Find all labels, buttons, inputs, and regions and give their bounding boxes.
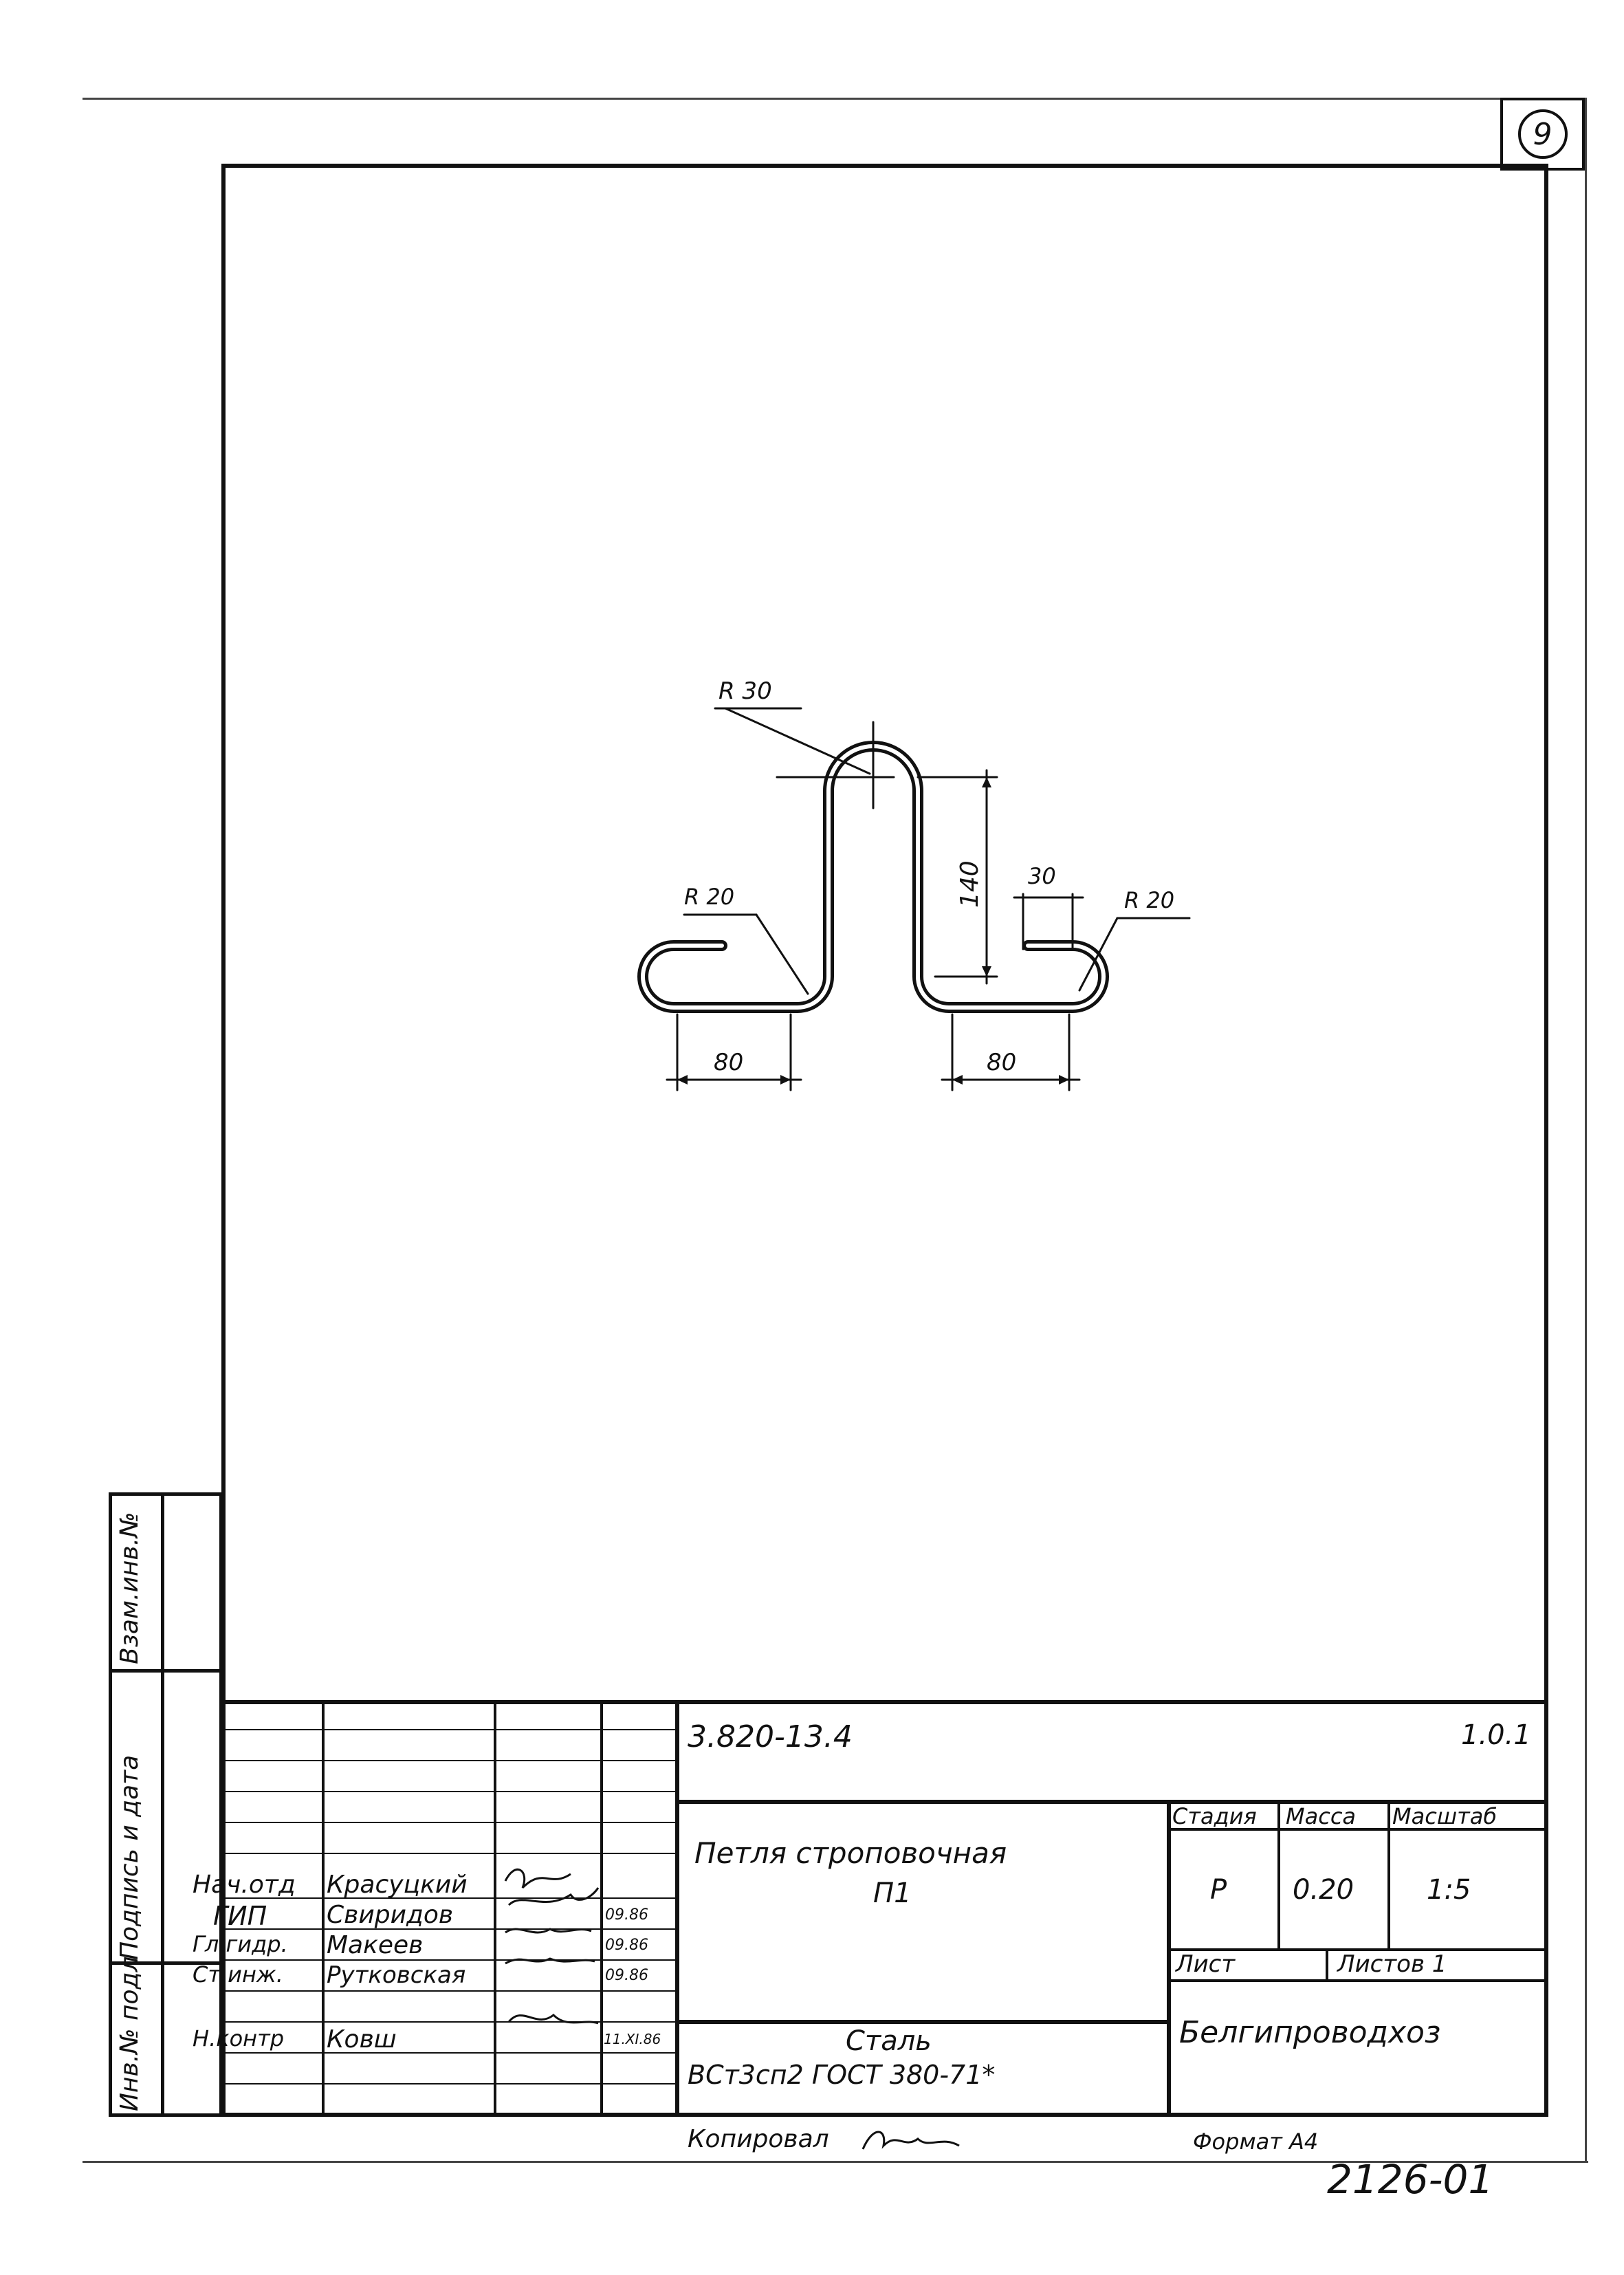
dim-80-left: 80: [714, 1049, 744, 1076]
copier-signature: [862, 2131, 960, 2150]
side-cell-original: [109, 1961, 223, 2117]
name-3: Рутковская: [327, 1961, 466, 1989]
copied-label: Копировал: [688, 2125, 829, 2153]
sheet-label: Лист: [1176, 1950, 1236, 1978]
drawing-frame: [221, 164, 1548, 2117]
mass-value: 0.20: [1293, 1874, 1354, 1906]
organization: Белгипроводхоз: [1179, 2015, 1441, 2050]
date-2: 09.86: [605, 1937, 648, 1954]
archive-number: 2126-01: [1327, 2156, 1494, 2203]
role-0: Нач.отд: [193, 1871, 296, 1899]
signatures: [504, 1868, 600, 2025]
name-0: Красуцкий: [327, 1871, 468, 1899]
name-1: Свиридов: [327, 1901, 454, 1929]
sheet-code: 1.0.1: [1461, 1719, 1531, 1751]
stage-label: Стадия: [1172, 1803, 1257, 1829]
dim-80-right: 80: [987, 1049, 1017, 1076]
sheet-number-badge: 9: [1500, 98, 1585, 171]
document-code: 3.820-13.4: [688, 1719, 853, 1754]
mass-label: Масса: [1286, 1803, 1357, 1829]
sheet-number: 9: [1533, 116, 1552, 152]
material-line2: ВСт3сп2 ГОСТ 380-71*: [688, 2060, 996, 2090]
title-line1: Петля строповочная: [694, 1836, 1007, 1870]
name-2: Макеев: [327, 1931, 424, 1959]
role-1: ГИП: [213, 1901, 267, 1931]
side-stamp: [109, 1492, 223, 2117]
dim-r20-right: R 20: [1124, 887, 1175, 913]
sheet-right-edge: [1585, 98, 1587, 2161]
stage-value: Р: [1210, 1874, 1227, 1906]
format-label: Формат А4: [1193, 2129, 1319, 2155]
scale-value: 1:5: [1427, 1874, 1471, 1906]
role-3: Ст.инж.: [193, 1961, 283, 1988]
name-4: Ковш: [327, 2025, 397, 2054]
role-4: Н.контр: [193, 2025, 285, 2051]
sheet-bottom-edge: [83, 2161, 1588, 2163]
dim-r30: R 30: [718, 677, 772, 705]
sheets-label: Листов 1: [1337, 1950, 1447, 1978]
scale-label: Масштаб: [1392, 1803, 1497, 1829]
date-1: 09.86: [605, 1906, 648, 1924]
date-3: 09.86: [605, 1967, 648, 1984]
material-line1: Сталь: [846, 2025, 932, 2057]
dim-30: 30: [1028, 863, 1056, 889]
title-line2: П1: [873, 1877, 912, 1909]
sheet-top-edge: [83, 98, 1519, 100]
role-2: Гл.гидр.: [193, 1931, 288, 1957]
date-4: 11.XI.86: [604, 2031, 661, 2047]
dim-r20-left: R 20: [684, 884, 735, 910]
